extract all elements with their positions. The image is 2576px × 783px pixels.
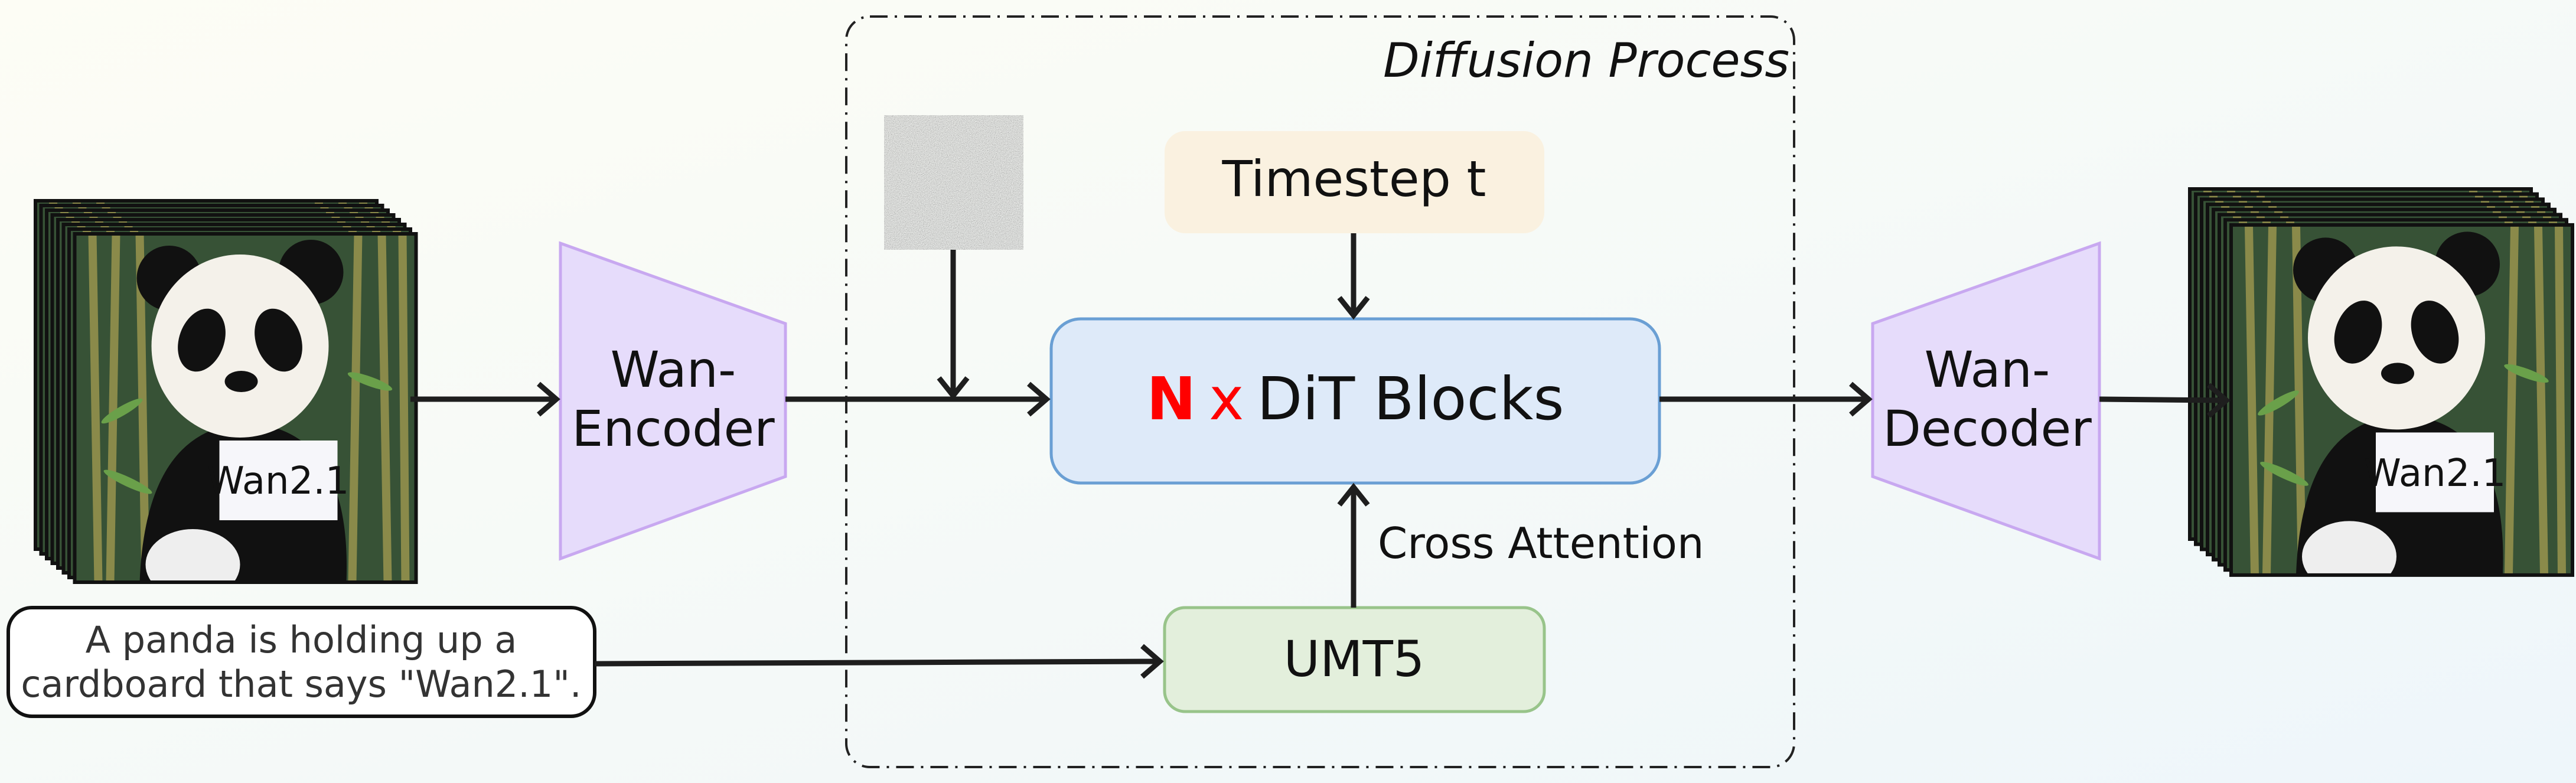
diffusion-process-group bbox=[845, 15, 1795, 768]
timestep-label: Timestep t bbox=[1222, 150, 1486, 208]
timestep-box bbox=[1165, 131, 1544, 233]
dit-x: x bbox=[1209, 364, 1244, 433]
arrow-input-to-encoder bbox=[410, 381, 560, 417]
wan-encoder bbox=[559, 241, 787, 561]
prompt-line-2: cardboard that says "Wan2.1". bbox=[21, 663, 581, 706]
arrow-noise-to-dit bbox=[937, 250, 970, 400]
diffusion-process-label: Diffusion Process bbox=[1383, 33, 1789, 88]
input-sign-text: Wan2.1 bbox=[207, 459, 350, 503]
video-frame bbox=[75, 234, 416, 600]
arrow-timestep-to-dit bbox=[1337, 233, 1370, 320]
wan-decoder bbox=[1871, 241, 2101, 561]
video-frame-border bbox=[73, 232, 418, 584]
noise-latent bbox=[884, 115, 1023, 250]
encoder-label-2: Encoder bbox=[572, 400, 775, 458]
video-frame-border bbox=[2229, 223, 2574, 577]
arrow-dit-to-decoder bbox=[1659, 381, 1873, 417]
arrow-encoder-to-dit bbox=[785, 381, 1051, 417]
decoder-label-2: Decoder bbox=[1883, 400, 2092, 458]
output-sign-text: Wan2.1 bbox=[2364, 452, 2506, 495]
input-video-frames bbox=[34, 199, 418, 600]
arrows bbox=[410, 233, 2231, 679]
arrow-decoder-to-output bbox=[2099, 383, 2231, 418]
output-video-frames bbox=[2188, 187, 2574, 592]
decoder-label-1: Wan- bbox=[1925, 341, 2050, 399]
dit-text: DiT Blocks bbox=[1257, 364, 1564, 433]
cross-attention-label: Cross Attention bbox=[1378, 518, 1704, 568]
arrow-prompt-to-umt5 bbox=[594, 644, 1164, 679]
encoder-label-1: Wan- bbox=[611, 341, 736, 399]
dit-n: N bbox=[1146, 364, 1196, 433]
prompt-line-1: A panda is holding up a bbox=[86, 618, 517, 661]
video-frame bbox=[2231, 226, 2572, 592]
umt5-label: UMT5 bbox=[1284, 630, 1425, 688]
arrow-umt5-to-dit bbox=[1337, 482, 1370, 608]
